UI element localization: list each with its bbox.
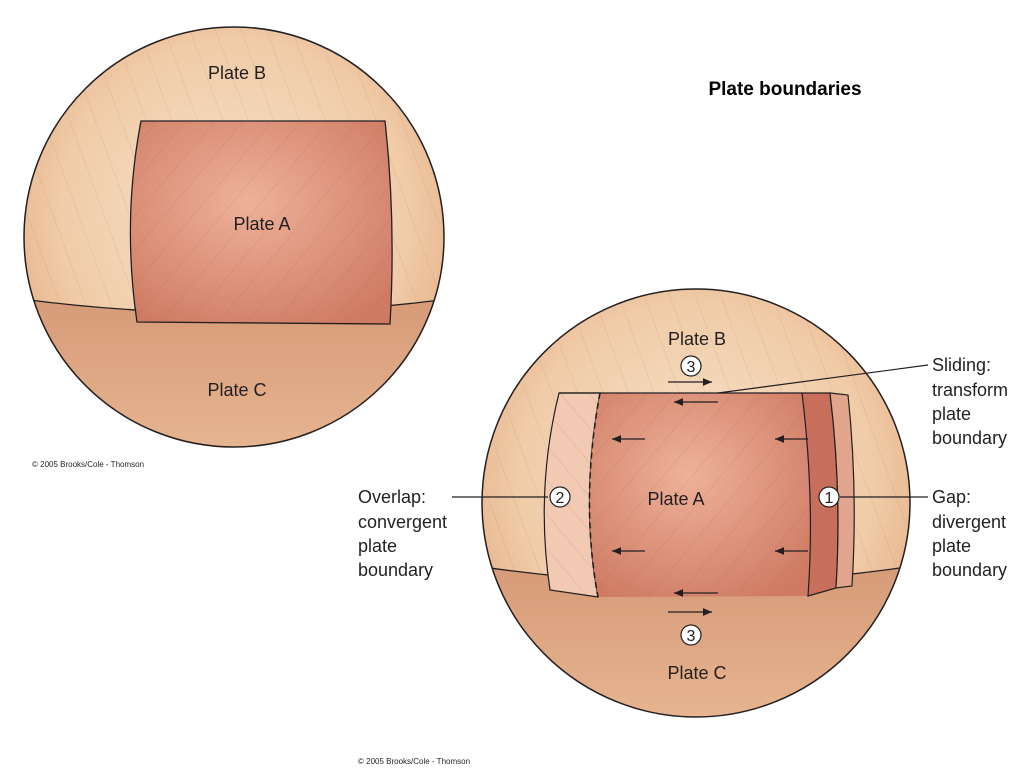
svg-text:Gap:: Gap: [932,487,971,507]
svg-text:Sliding:: Sliding: [932,355,991,375]
convergent-boundary-line [588,392,601,598]
svg-text:boundary: boundary [932,560,1007,580]
gap-annotation: Gap: divergent plate boundary [932,487,1007,580]
copyright-2: © 2005 Brooks/Cole - Thomson [358,757,470,766]
svg-text:Overlap:: Overlap: [358,487,426,507]
plate-b-label-1: Plate B [208,63,266,83]
marker-2: 2 [549,486,571,508]
plate-c-label-1: Plate C [207,380,266,400]
svg-text:transform: transform [932,380,1008,400]
marker-3-bottom: 3 [680,624,702,646]
plate-c-label-2: Plate C [667,663,726,683]
sphere-2-outline [481,288,911,718]
sphere-diagram-2: 3 2 1 3 Plate B Plate A Plate C Sliding:… [358,288,1008,766]
plate-b-label-2: Plate B [668,329,726,349]
copyright-1: © 2005 Brooks/Cole - Thomson [32,460,144,469]
svg-text:boundary: boundary [358,560,433,580]
overlap-annotation: Overlap: convergent plate boundary [358,487,447,580]
svg-text:1: 1 [825,490,834,507]
svg-text:plate: plate [358,536,397,556]
marker-1: 1 [818,486,840,508]
sliding-annotation: Sliding: transform plate boundary [932,355,1008,448]
marker-3-top: 3 [680,355,702,377]
svg-text:plate: plate [932,536,971,556]
svg-text:convergent: convergent [358,512,447,532]
svg-text:divergent: divergent [932,512,1006,532]
svg-text:2: 2 [556,490,565,507]
sphere-1-outline [23,26,445,448]
svg-text:boundary: boundary [932,428,1007,448]
svg-text:3: 3 [687,628,696,645]
plate-a-label-2: Plate A [647,489,704,509]
motion-arrows [612,378,808,616]
leader-lines [452,364,929,498]
diagram-title: Plate boundaries [708,79,861,100]
svg-text:plate: plate [932,404,971,424]
svg-text:3: 3 [687,359,696,376]
sphere-diagram-1: Plate B Plate A Plate C © 2005 Brooks/Co… [23,26,445,469]
plate-a-label-1: Plate A [233,214,290,234]
